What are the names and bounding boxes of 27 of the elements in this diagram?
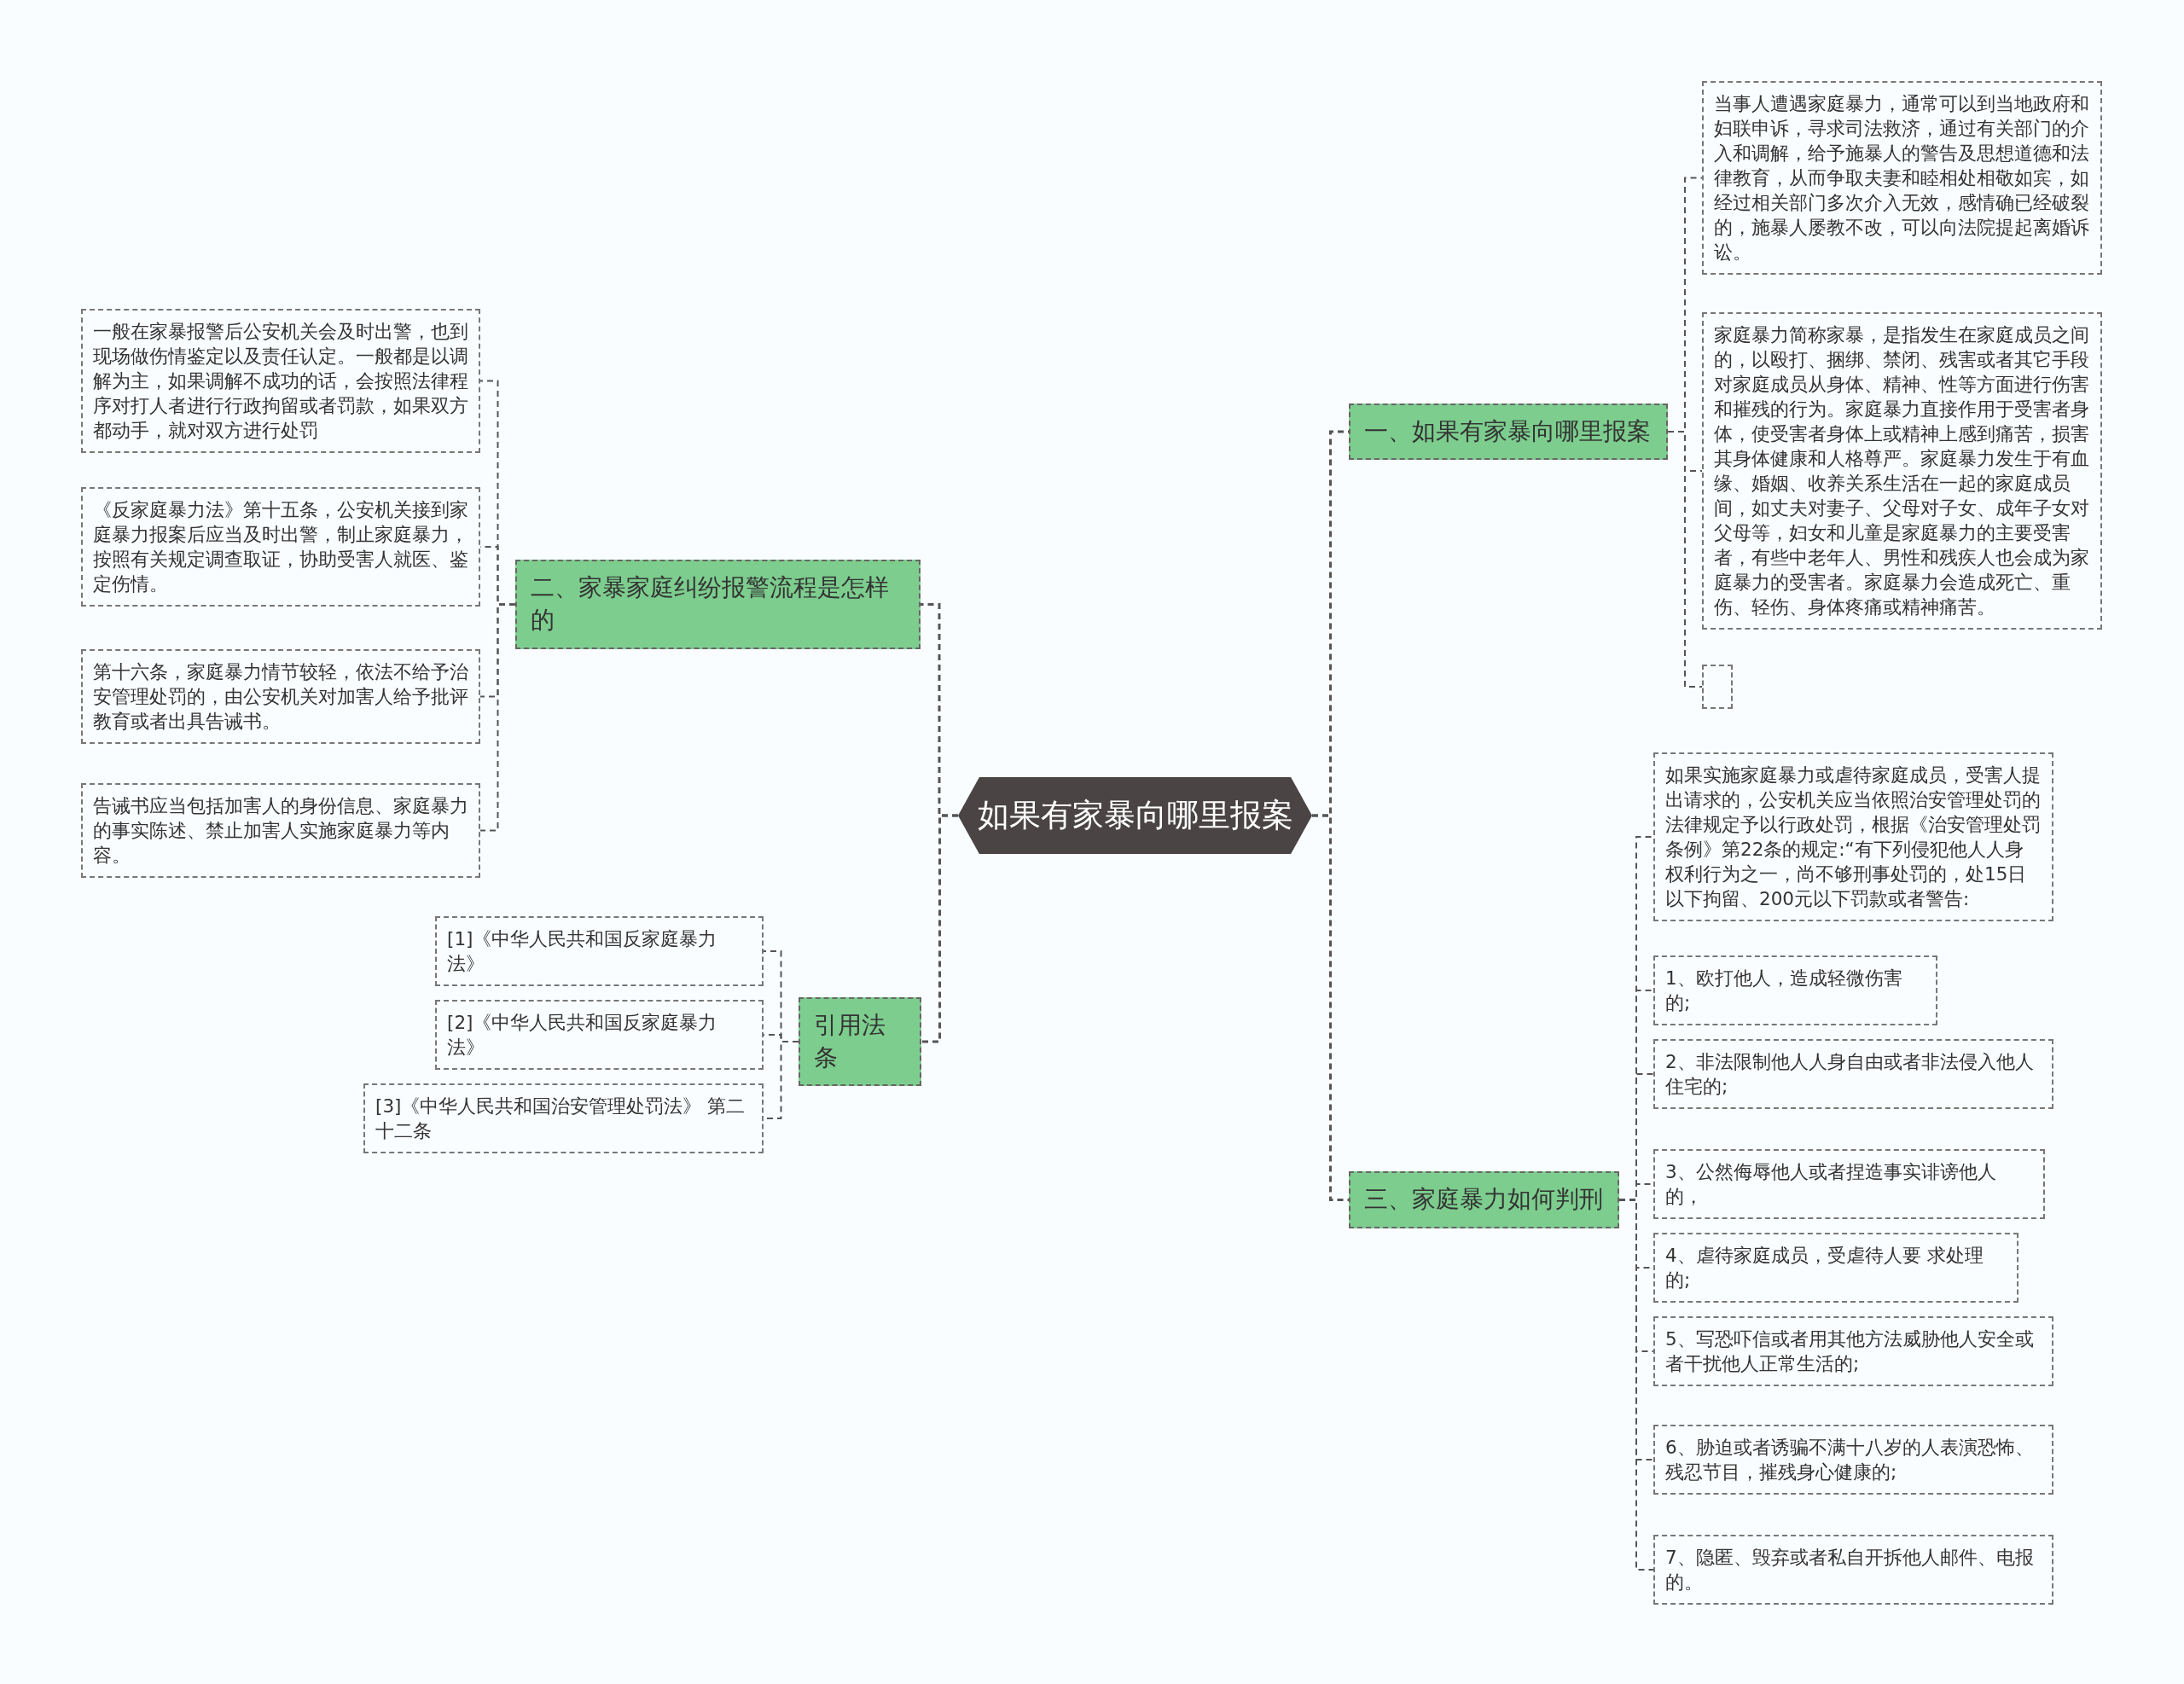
topic-box: 引用法条	[799, 997, 921, 1086]
note-box: 1、欧打他人，造成轻微伤害的;	[1653, 955, 1937, 1025]
topic-box: 二、家暴家庭纠纷报警流程是怎样的	[515, 560, 921, 649]
topic-box: 一、如果有家暴向哪里报案	[1349, 404, 1668, 460]
note-box: 5、写恐吓信或者用其他方法威胁他人安全或者干扰他人正常生活的;	[1653, 1316, 2053, 1386]
note-box: 如果实施家庭暴力或虐待家庭成员，受害人提出请求的，公安机关应当依照治安管理处罚的法律规定予以行政处罚，根据《治安管理处罚条例》第22条的规定:“有下列侵犯他人人身权利行为之一，尚不够刑事处罚的，处15日以下拘留、200元以下罚款或者警告:	[1653, 752, 2053, 921]
topic-box: 三、家庭暴力如何判刑	[1349, 1171, 1619, 1228]
note-box: 家庭暴力简称家暴，是指发生在家庭成员之间的，以殴打、捆绑、禁闭、残害或者其它手段对家庭成员从身体、精神、性等方面进行伤害和摧残的行为。家庭暴力直接作用于受害者身体，使受害者身体上或精神上感到痛苦，损害其身体健康和人格尊严。家庭暴力发生于有血缘、婚姻、收养关系生活在一起的家庭成员间，如丈夫对妻子、父母对子女、成年子女对父母等，妇女和儿童是家庭暴力的主要受害者，有些中老年人、男性和残疾人也会成为家庭暴力的受害者。家庭暴力会造成死亡、重伤、轻伤、身体疼痛或精神痛苦。	[1702, 312, 2102, 630]
note-box: 7、隐匿、毁弃或者私自开拆他人邮件、电报的。	[1653, 1535, 2053, 1605]
connector-line	[1312, 814, 1349, 1201]
note-box: 一般在家暴报警后公安机关会及时出警，也到现场做伤情鉴定以及责任认定。一般都是以调解为主，如果调解不成功的话，会按照法律程序对打人者进行行政拘留或者罚款，如果双方都动手，就对双方进行处罚	[81, 309, 480, 453]
central-topic: 如果有家暴向哪里报案	[958, 777, 1312, 854]
connector-line	[1667, 431, 1703, 688]
note-box: [1]《中华人民共和国反家庭暴力法》	[435, 916, 764, 986]
note-box: 3、公然侮辱他人或者捏造事实诽谤他人的，	[1653, 1149, 2045, 1219]
note-box: 4、虐待家庭成员，受虐待人要 求处理的;	[1653, 1233, 2018, 1303]
note-box: [2]《中华人民共和国反家庭暴力法》	[435, 1000, 764, 1070]
empty-box	[1702, 665, 1733, 709]
note-box: 当事人遭遇家庭暴力，通常可以到当地政府和妇联申诉，寻求司法救济，通过有关部门的介入和调解，给予施暴人的警告及思想道德和法律教育，从而争取夫妻和睦相处相敬如宾，如经过相关部门多次介入无效，感情确已经破裂的，施暴人屡教不改，可以向法院提起离婚诉讼。	[1702, 81, 2102, 275]
note-box: 2、非法限制他人人身自由或者非法侵入他人住宅的;	[1653, 1039, 2053, 1109]
note-box: 第十六条，家庭暴力情节较轻，依法不给予治安管理处罚的，由公安机关对加害人给予批评教育或者出具告诫书。	[81, 649, 480, 744]
note-box: 告诫书应当包括加害人的身份信息、家庭暴力的事实陈述、禁止加害人实施家庭暴力等内容。	[81, 783, 480, 878]
note-box: [3]《中华人民共和国治安管理处罚法》 第二十二条	[363, 1083, 764, 1153]
connector-line	[921, 814, 958, 1043]
note-box: 《反家庭暴力法》第十五条，公安机关接到家庭暴力报案后应当及时出警，制止家庭暴力，按照有关规定调查取证，协助受害人就医、鉴定伤情。	[81, 487, 480, 607]
note-box: 6、胁迫或者诱骗不满十八岁的人表演恐怖、残忍节目，摧残身心健康的;	[1653, 1425, 2053, 1495]
connector-line	[479, 603, 516, 832]
